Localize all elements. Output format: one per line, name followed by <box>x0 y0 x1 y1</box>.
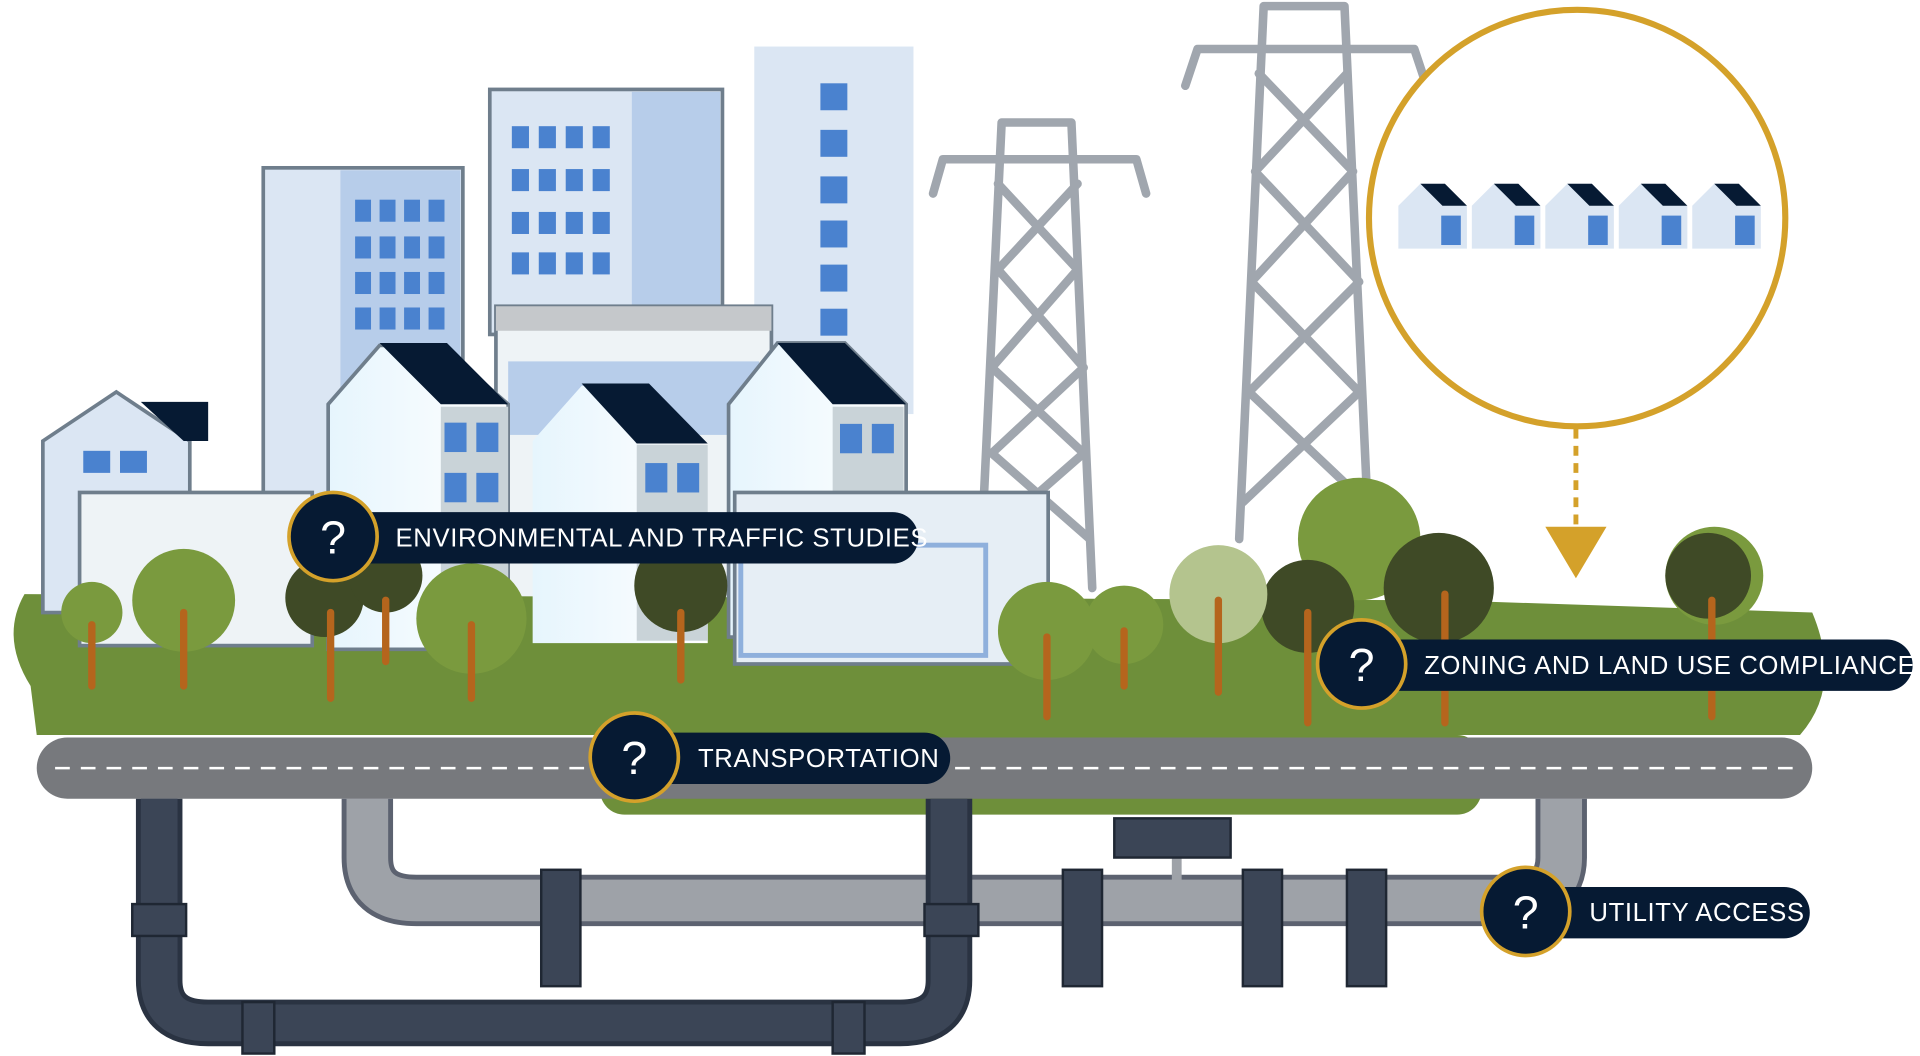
label-transportation[interactable]: ? TRANSPORTATION <box>588 711 951 804</box>
question-mark-icon: ? <box>320 512 346 564</box>
label-environmental[interactable]: ? ENVIRONMENTAL AND TRAFFIC STUDIES <box>287 490 929 583</box>
label-utility[interactable]: ? UTILITY ACCESS <box>1479 865 1810 958</box>
trees <box>61 477 1764 727</box>
question-mark-icon: ? <box>1349 639 1375 691</box>
arrow-down-icon <box>1545 526 1607 579</box>
label-text: ENVIRONMENTAL AND TRAFFIC STUDIES <box>396 524 929 552</box>
utility-pipes <box>131 798 1587 1055</box>
label-text: ZONING AND LAND USE COMPLIANCE <box>1424 652 1915 680</box>
label-text: UTILITY ACCESS <box>1589 899 1804 927</box>
power-pylons <box>928 1 1431 593</box>
label-text: TRANSPORTATION <box>698 745 939 773</box>
question-mark-icon: ? <box>1513 887 1539 939</box>
zoning-detail-callout <box>1365 6 1789 579</box>
question-mark-icon: ? <box>621 732 647 784</box>
label-zoning[interactable]: ? ZONING AND LAND USE COMPLIANCE <box>1315 618 1916 710</box>
